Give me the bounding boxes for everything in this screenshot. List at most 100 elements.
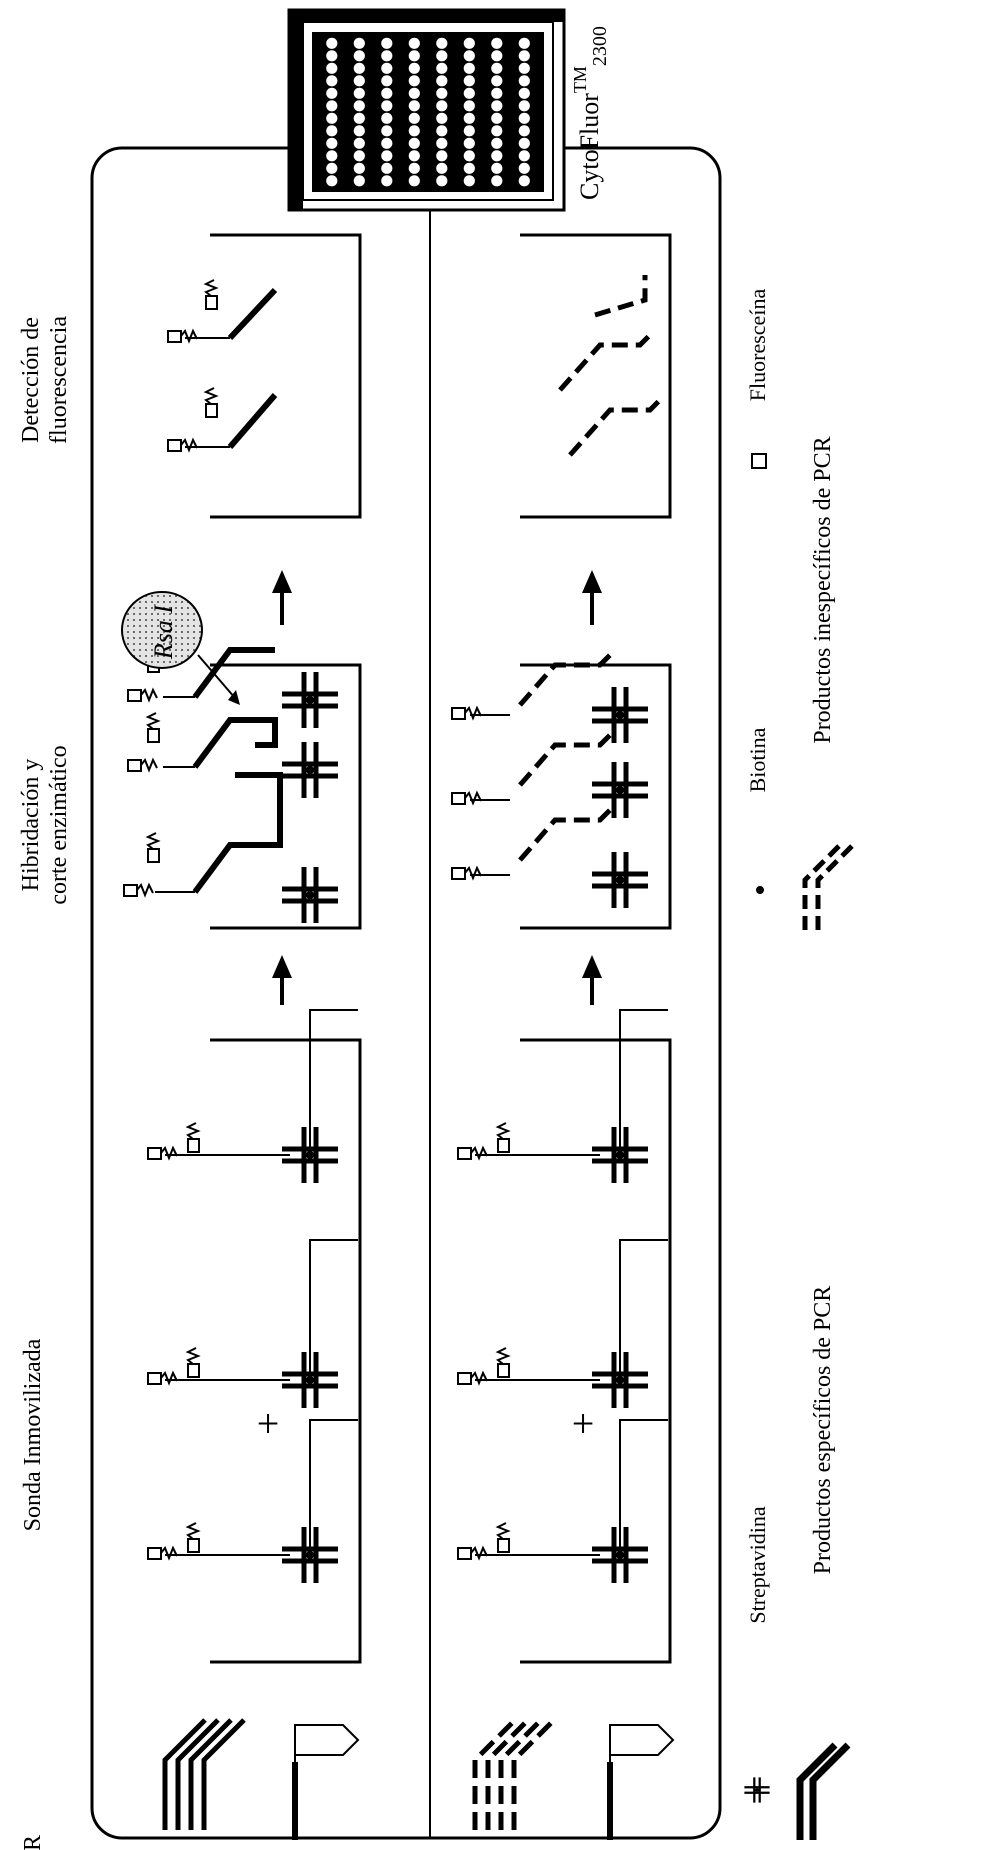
plate-well — [353, 87, 365, 99]
plate-well — [518, 100, 530, 112]
plate-well — [353, 125, 365, 137]
plate-well — [518, 75, 530, 87]
plate-well — [408, 37, 420, 49]
plate-well — [326, 125, 338, 137]
plate-well — [326, 150, 338, 162]
lane-nonspecific: + — [451, 233, 675, 1840]
legend-streptavidin: Streptavidina — [743, 1506, 771, 1804]
plate-well — [353, 175, 365, 187]
microplate — [287, 8, 566, 212]
plate-well — [463, 150, 475, 162]
biotin-icon — [756, 886, 764, 894]
plate-well — [353, 62, 365, 74]
plate-well — [353, 75, 365, 87]
primer-flag-icon-bottom — [607, 1724, 675, 1840]
plate-well — [326, 62, 338, 74]
plate-well — [463, 87, 475, 99]
plate-well — [326, 50, 338, 62]
plate-well — [463, 137, 475, 149]
plate-well — [408, 150, 420, 162]
plate-well — [518, 37, 530, 49]
plate-well — [326, 175, 338, 187]
plate-well — [353, 50, 365, 62]
plate-well — [381, 150, 393, 162]
enzyme-label: Rsa I — [149, 604, 178, 661]
plate-well — [436, 50, 448, 62]
plate-well — [436, 87, 448, 99]
hyb-well-top — [210, 663, 362, 930]
legend-specific-label: Productos específicos de PCR — [810, 1286, 836, 1575]
specific-products-icon — [162, 1718, 246, 1830]
plate-well — [518, 175, 530, 187]
label-apcr: A-PCR — [20, 1835, 46, 1850]
plate-well — [436, 112, 448, 124]
plate-well — [381, 112, 393, 124]
plate-well — [381, 50, 393, 62]
plate-well — [463, 100, 475, 112]
plate-well — [408, 175, 420, 187]
plate-well — [518, 50, 530, 62]
label-hyb-2: corte enzimático — [46, 745, 72, 904]
plate-well — [436, 75, 448, 87]
specific-products-legend-icon — [796, 1742, 851, 1840]
legend-streptavidin-label: Streptavidina — [745, 1506, 770, 1624]
plate-well — [326, 37, 338, 49]
step-labels: A-PCR Sonda Inmovilizada Hibridación y c… — [18, 316, 72, 1850]
plate-well — [491, 100, 503, 112]
plate-well — [353, 137, 365, 149]
plate-well — [408, 162, 420, 174]
plate-well — [491, 112, 503, 124]
plate-well — [491, 87, 503, 99]
plate-well — [518, 87, 530, 99]
plate-well — [381, 87, 393, 99]
plate-well — [436, 175, 448, 187]
plate-well — [353, 150, 365, 162]
plate-well — [463, 112, 475, 124]
plate-well — [436, 150, 448, 162]
plate-well — [381, 75, 393, 87]
plate-well — [463, 162, 475, 174]
legend-biotin: Biotina — [745, 727, 770, 894]
plate-well — [491, 50, 503, 62]
plate-well — [353, 112, 365, 124]
plate-well — [408, 125, 420, 137]
reader-sub: 2300 — [589, 26, 611, 66]
legend-fluorescein: Fluoresceína — [745, 289, 770, 469]
plate-well — [436, 62, 448, 74]
plate-well — [353, 100, 365, 112]
plate-well — [491, 75, 503, 87]
probe-well-bottom — [520, 1038, 672, 1664]
unhybridized-set-bottom — [451, 653, 648, 908]
plate-well — [463, 175, 475, 187]
plate-well — [353, 162, 365, 174]
label-det-1: Detección de — [18, 317, 44, 443]
plate-well — [463, 62, 475, 74]
plate-well — [463, 125, 475, 137]
reader-label: CytoFluorTM2300 — [570, 26, 611, 200]
plate-well — [518, 162, 530, 174]
plate-well — [381, 100, 393, 112]
hybridized-set-top — [123, 642, 338, 923]
plate-well — [463, 50, 475, 62]
plate-well — [381, 175, 393, 187]
unbound-products-bottom — [558, 275, 662, 457]
nonspecific-products-icon — [472, 1718, 556, 1830]
plate-well — [326, 112, 338, 124]
plate-well — [353, 37, 365, 49]
label-probe: Sonda Inmovilizada — [20, 1338, 46, 1531]
legend-nonspecific-label: Productos inespecíficos de PCR — [810, 436, 836, 743]
plate-well — [518, 62, 530, 74]
probe-well-top — [210, 1038, 362, 1664]
plate-well — [491, 150, 503, 162]
plate-well — [463, 37, 475, 49]
plate-well — [436, 100, 448, 112]
plate-well — [408, 112, 420, 124]
detected-set-top — [167, 279, 278, 452]
plate-well — [408, 100, 420, 112]
plate-well — [436, 162, 448, 174]
rsa-enzyme: Rsa I — [121, 591, 240, 705]
lane-specific: + — [121, 233, 362, 1840]
plate-well — [326, 162, 338, 174]
outer-frame — [90, 146, 722, 1840]
plate-well — [518, 137, 530, 149]
